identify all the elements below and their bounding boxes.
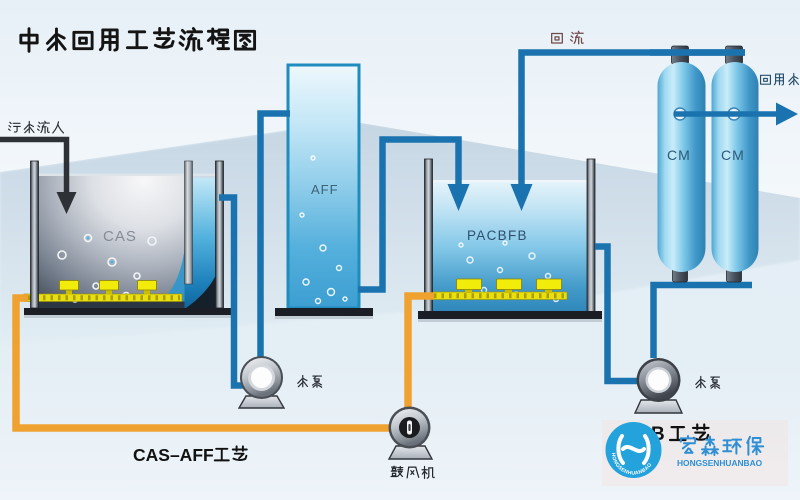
svg-text:CM: CM xyxy=(667,147,691,163)
svg-text:CAS–AFF: CAS–AFF xyxy=(133,445,214,465)
svg-text:CM: CM xyxy=(721,147,745,163)
svg-text:PACBFB: PACBFB xyxy=(467,228,528,243)
svg-text:AFF: AFF xyxy=(311,182,339,197)
svg-text:HONGSENHUANBAO: HONGSENHUANBAO xyxy=(677,458,763,468)
svg-text:CAS: CAS xyxy=(103,228,137,245)
